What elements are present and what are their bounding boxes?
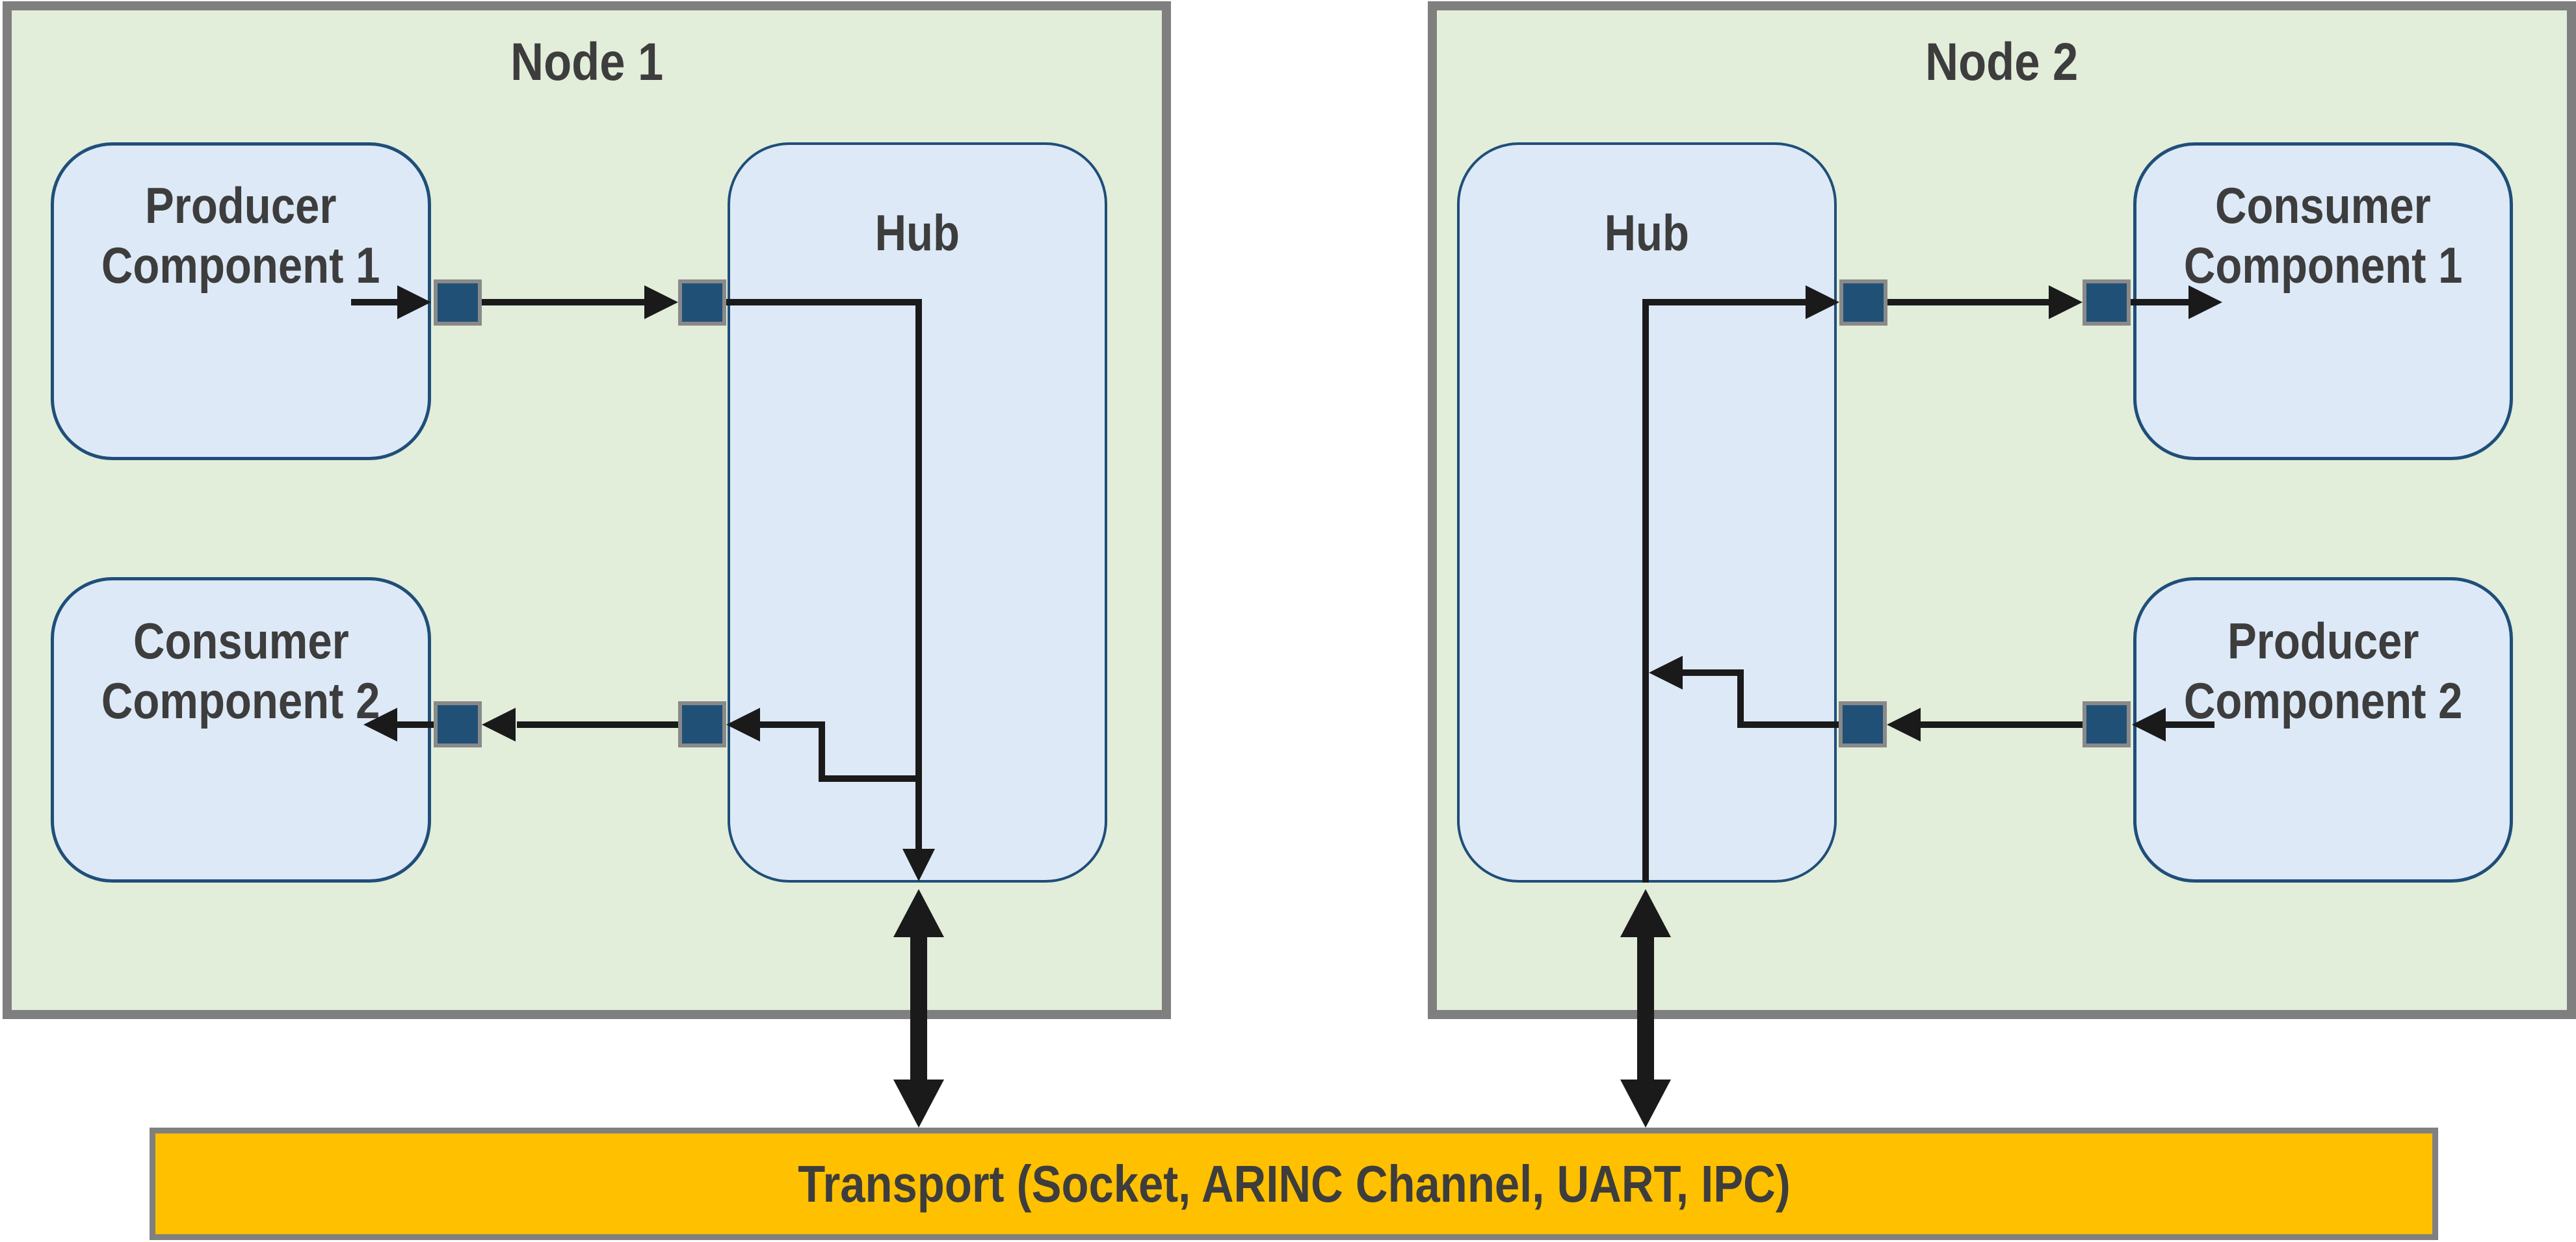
- consumer-component-2-line1: Consumer: [133, 612, 349, 669]
- arrow-producer2-head-icon: [2132, 708, 2166, 742]
- consumer-component-2-line2: Component 2: [101, 672, 380, 729]
- hub-1-input-port: [678, 279, 726, 326]
- hub-2-label-text: Hub: [1604, 204, 1690, 261]
- producer-component-2-label: Producer Component 2: [2133, 611, 2513, 731]
- producer-component-1-line1: Producer: [145, 177, 337, 234]
- arrow-port5-to-port7-head-icon: [2049, 285, 2083, 319]
- hub-2-transport-arrow-down-head-icon: [1620, 1080, 1671, 1128]
- arrow-port3-to-port4-head-icon: [482, 708, 516, 742]
- hub-1-down-arrowhead-icon: [902, 849, 935, 881]
- consumer-component-1-label: Consumer Component 1: [2133, 175, 2513, 295]
- hub-1-label: Hub: [728, 203, 1107, 263]
- arrow-port5-to-port7-shaft: [1887, 299, 2051, 305]
- hub-2-horizontal-line: [1642, 299, 1806, 305]
- arrow-port8-to-port6-head-icon: [1887, 708, 1921, 742]
- hub-1-transport-arrow-down-head-icon: [893, 1080, 944, 1128]
- hub-2-out-head-icon: [1806, 285, 1839, 319]
- hub-2-transport-arrow-shaft: [1637, 935, 1654, 1081]
- hub-2-input-port: [1839, 701, 1887, 747]
- hub-2-label: Hub: [1457, 203, 1837, 263]
- hub-2-branch-head-icon: [1649, 656, 1683, 690]
- node-1-title: Node 1: [3, 36, 1171, 89]
- arrow-port1-to-port2-head-icon: [644, 285, 678, 319]
- consumer-component-2-label: Consumer Component 2: [51, 611, 431, 731]
- transport-label: Transport (Socket, ARINC Channel, UART, …: [797, 1154, 1791, 1213]
- node-2-title-text: Node 2: [1925, 32, 2079, 92]
- hub-1-vertical-line: [915, 299, 922, 851]
- hub-1-label-text: Hub: [874, 204, 960, 261]
- hub-1-branch-horizontal-low: [822, 775, 919, 782]
- hub-2-branch-horizontal-low: [1744, 721, 1839, 728]
- arrow-consumer2-entry-shaft: [397, 721, 434, 728]
- hub-1-branch-horizontal-high: [759, 721, 822, 728]
- hub-2-branch-vertical: [1737, 669, 1744, 728]
- hub-1-branch-vertical: [819, 721, 825, 782]
- arrow-producer1-shaft: [351, 299, 400, 305]
- producer-component-2-line2: Component 2: [2183, 672, 2463, 729]
- consumer-1-input-port: [2083, 279, 2131, 326]
- node-1-title-text: Node 1: [510, 32, 664, 92]
- hub-2-output-port: [1839, 279, 1887, 326]
- arrow-port1-to-port2-shaft: [482, 299, 647, 305]
- hub-2-branch-horizontal-high: [1683, 669, 1744, 676]
- hub-1-output-port: [678, 701, 726, 747]
- hub-1-horizontal-line: [726, 299, 922, 305]
- arrow-consumer1-entry-head-icon: [2188, 285, 2222, 319]
- arrow-port3-to-port4-shaft: [517, 721, 678, 728]
- producer-component-1-line2: Component 1: [101, 237, 380, 294]
- node-2-title: Node 2: [1428, 36, 2576, 89]
- hub-1-transport-arrow-up-head-icon: [893, 889, 944, 937]
- producer-1-output-port: [434, 279, 482, 326]
- hub-2-transport-arrow-up-head-icon: [1620, 889, 1671, 937]
- consumer-component-1-line2: Component 1: [2183, 237, 2463, 294]
- transport-bar: Transport (Socket, ARINC Channel, UART, …: [150, 1128, 2438, 1240]
- consumer-2-input-port: [434, 701, 482, 747]
- arrow-producer2-shaft: [2166, 721, 2215, 728]
- hub-1-transport-arrow-shaft: [910, 935, 927, 1081]
- producer-2-output-port: [2083, 701, 2131, 747]
- consumer-component-1-line1: Consumer: [2215, 177, 2431, 234]
- arrow-consumer2-entry-head-icon: [363, 708, 397, 742]
- arrow-port8-to-port6-shaft: [1921, 721, 2083, 728]
- hub-2-vertical-line: [1642, 299, 1649, 883]
- arrow-producer1-head-icon: [397, 285, 431, 319]
- producer-component-2-line1: Producer: [2227, 612, 2419, 669]
- hub-1-branch-head-icon: [726, 708, 760, 742]
- producer-component-1-label: Producer Component 1: [51, 175, 431, 295]
- producer-component-2-box: [2133, 577, 2513, 883]
- arrow-consumer1-entry-shaft: [2131, 299, 2190, 305]
